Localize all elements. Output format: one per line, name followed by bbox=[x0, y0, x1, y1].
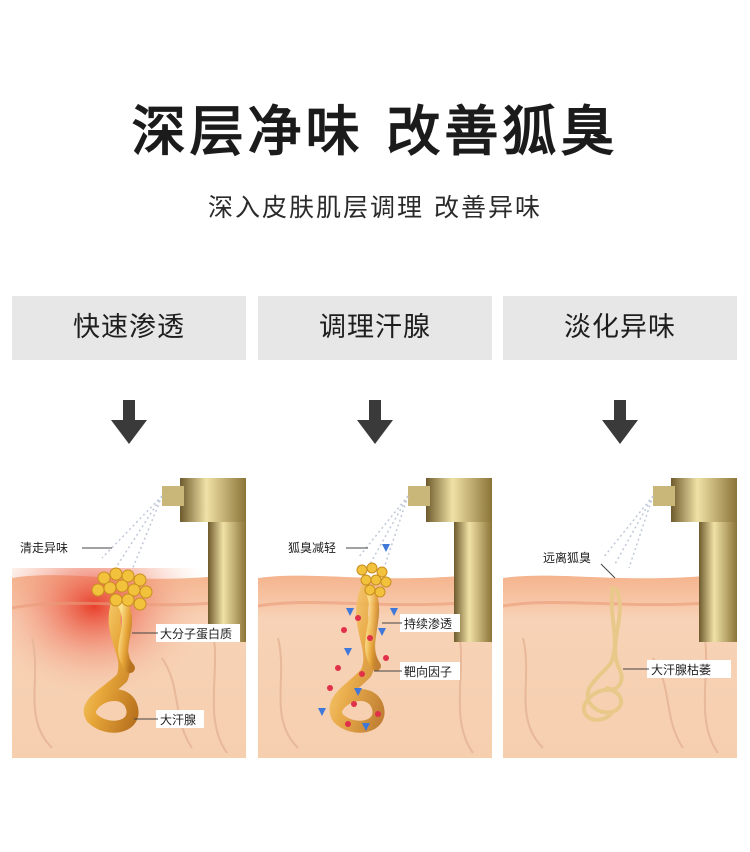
column-header: 淡化异味 bbox=[503, 296, 737, 360]
label-clear-odor: 清走异味 bbox=[20, 541, 68, 555]
spray-bottle-icon bbox=[602, 478, 737, 642]
column-header: 调理汗腺 bbox=[258, 296, 492, 360]
label-odor-reduced: 狐臭减轻 bbox=[288, 540, 336, 555]
page-subtitle: 深入皮肤肌层调理 改善异味 bbox=[208, 193, 542, 222]
illustration-panel: 狐臭减轻 持续渗透 靶向因子 bbox=[258, 478, 492, 758]
label-away-from-odor: 远离狐臭 bbox=[543, 550, 591, 565]
down-arrow-icon bbox=[602, 400, 638, 444]
down-arrow-icon bbox=[357, 400, 393, 444]
column-regulate-glands: 调理汗腺 bbox=[258, 296, 492, 760]
label-macro-protein: 大分子蛋白质 bbox=[160, 626, 232, 641]
label-gland-withered: 大汗腺枯萎 bbox=[651, 662, 711, 677]
label-apocrine-gland: 大汗腺 bbox=[160, 713, 196, 727]
label-continuous-penetration: 持续渗透 bbox=[404, 616, 452, 631]
page-title: 深层净味 改善狐臭 bbox=[131, 99, 619, 163]
down-arrow-icon bbox=[111, 400, 147, 444]
column-header: 快速渗透 bbox=[12, 296, 246, 360]
label-targeted-factor: 靶向因子 bbox=[404, 664, 452, 679]
illustration-panel: 清走异味 大分子蛋白质 大汗腺 bbox=[12, 478, 246, 758]
spray-bottle-icon bbox=[357, 478, 492, 642]
column-fade-odor: 淡化异味 远离狐臭 大汗腺枯 bbox=[503, 296, 737, 760]
column-fast-penetration: 快速渗透 bbox=[12, 296, 246, 760]
illustration-panel: 远离狐臭 大汗腺枯萎 bbox=[503, 478, 737, 758]
